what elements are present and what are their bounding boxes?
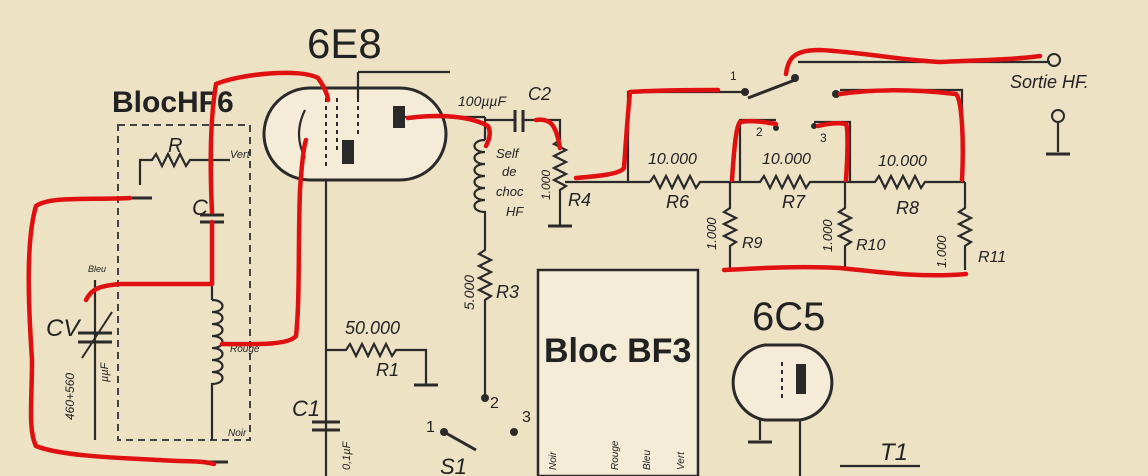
bf-rouge-label: Rouge xyxy=(610,440,621,470)
red-annotation-cv-link xyxy=(83,219,215,303)
r10-value: 1.000 xyxy=(820,219,835,252)
red-annotation-r7-branch xyxy=(729,118,779,183)
tube-6c5-title: 6C5 xyxy=(752,295,825,339)
red-annotation-c2-to-r4 xyxy=(533,117,563,151)
cv-label: CV xyxy=(46,315,81,342)
c1-value: 0,1µF xyxy=(341,440,353,470)
s1-arm[interactable] xyxy=(443,430,477,452)
top-switch-num-2: 2 xyxy=(756,125,763,139)
red-annotation-r4-to-switch xyxy=(573,87,721,181)
r1-value: 50.000 xyxy=(345,318,400,338)
r1-label: R1 xyxy=(376,360,399,380)
tube-6e8-title: 6E8 xyxy=(307,20,382,67)
s1-num-1: 1 xyxy=(426,419,435,436)
red-annotation-r11-branch xyxy=(837,87,965,183)
bloc-vert-label: Vert xyxy=(230,149,251,161)
self-label: Self xyxy=(496,146,520,161)
top-switch-wire-r8 xyxy=(814,120,852,182)
r1-resistor xyxy=(326,341,428,385)
r8-resistor xyxy=(845,173,965,191)
red-annotation-plate-to-self xyxy=(405,113,492,149)
sortie-terminal-bottom xyxy=(1051,109,1065,123)
s1-label: S1 xyxy=(440,454,467,476)
tube-6e8-envelope xyxy=(262,86,448,182)
de-label: de xyxy=(502,164,516,179)
bf-bleu-label: Bleu xyxy=(642,450,653,470)
cv-arrow xyxy=(81,311,113,359)
top-switch-wire-left xyxy=(626,90,745,182)
r7-resistor xyxy=(730,173,845,191)
bf-vert-label: Vert xyxy=(676,451,687,470)
s1-num-3: 3 xyxy=(522,409,531,426)
top-switch-num-3: 3 xyxy=(820,131,827,145)
red-annotation-r8-branch xyxy=(815,120,850,183)
s1-contact-3 xyxy=(510,428,518,436)
bloc-r-resistor xyxy=(138,151,230,185)
r6-value: 10.000 xyxy=(648,151,697,168)
bloc-bf-title: Bloc BF3 xyxy=(544,332,691,370)
top-switch-contact-2b xyxy=(811,123,817,129)
s1-contact-2 xyxy=(481,394,489,402)
r6-label: R6 xyxy=(666,192,690,212)
top-switch-pivot xyxy=(791,74,799,82)
c1-label: C1 xyxy=(292,396,320,421)
red-annotation-coil-to-tube xyxy=(219,137,309,347)
bloc-coil xyxy=(210,298,224,440)
r3-value: 5.000 xyxy=(461,275,477,310)
bf-noir-label: Noir xyxy=(548,451,559,470)
r11-resistor xyxy=(956,182,974,270)
r3-resistor xyxy=(476,240,494,395)
cv-unit: µµF xyxy=(99,361,111,382)
choc-label: choc xyxy=(496,184,524,199)
sortie-terminal-top xyxy=(1047,53,1061,67)
sortie-label: Sortie HF. xyxy=(1010,72,1089,92)
r7-value: 10.000 xyxy=(762,151,811,168)
red-annotation-c-to-tube xyxy=(208,70,331,215)
r6-resistor xyxy=(649,173,730,191)
r4-value: 1.000 xyxy=(539,170,553,200)
red-annotation-cv-loop xyxy=(26,195,217,467)
tube-6e8-anode-2 xyxy=(393,106,405,128)
tube-6c5-envelope xyxy=(731,343,834,422)
r9-resistor xyxy=(721,182,739,270)
bloc-r-label: R xyxy=(168,135,182,157)
s1-num-2: 2 xyxy=(490,395,499,412)
r10-label: R10 xyxy=(856,237,885,254)
top-switch-num-1: 1 xyxy=(730,69,737,83)
bloc-c-label: C xyxy=(192,195,208,220)
c2-label: C2 xyxy=(528,84,551,104)
top-switch-contact-3 xyxy=(832,90,840,98)
r9-label: R9 xyxy=(742,235,763,252)
top-switch-contact-1 xyxy=(741,88,749,96)
r11-value: 1.000 xyxy=(934,235,949,268)
cv-value: 460+560 xyxy=(63,373,77,420)
r11-label: R11 xyxy=(978,249,1006,266)
cv-bleu-label: Bleu xyxy=(88,264,106,274)
r4-label: R4 xyxy=(568,190,591,210)
red-annotation-ground-bus xyxy=(721,264,969,278)
bloc-bf-box xyxy=(536,268,700,476)
c2-value: 100µµF xyxy=(458,93,507,109)
tube-6e8-anode-1 xyxy=(342,140,354,164)
self-coil xyxy=(473,138,487,240)
r10-resistor xyxy=(836,182,854,270)
top-switch-arm[interactable] xyxy=(747,78,796,100)
hf-label: HF xyxy=(506,204,524,219)
top-switch-contact-2a xyxy=(773,125,779,131)
r9-value: 1.000 xyxy=(704,217,719,250)
r7-label: R7 xyxy=(782,192,806,212)
red-annotation-switch-out xyxy=(783,47,1043,77)
t1-label: T1 xyxy=(880,439,908,466)
r8-value: 10.000 xyxy=(878,153,927,170)
tube-6c5-anode xyxy=(796,364,806,394)
r3-label: R3 xyxy=(496,282,519,302)
bloc-noir-label: Noir xyxy=(228,428,247,439)
bloc-rouge-label: Rouge xyxy=(230,344,260,355)
r4-resistor xyxy=(551,139,569,225)
r8-label: R8 xyxy=(896,198,919,218)
